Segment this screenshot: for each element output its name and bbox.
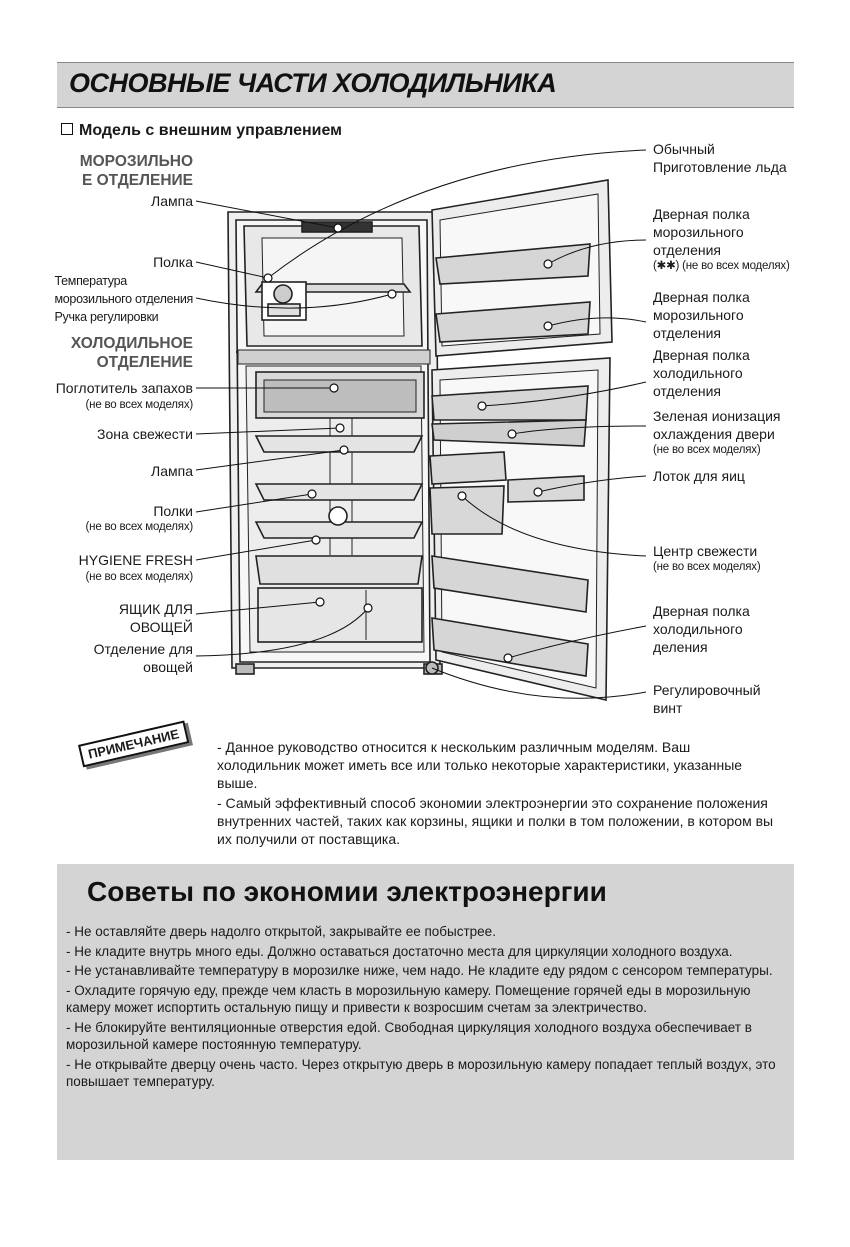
title-bar <box>57 62 794 108</box>
label-freezer-door-shelf-a: Дверная полка морозильного отделения (✱✱… <box>653 205 790 274</box>
label-veg-box-line1: ЯЩИК ДЛЯ <box>118 601 193 617</box>
label-fdsa-line1: Дверная полка <box>653 206 750 222</box>
tip-item: - Не открывайте дверцу очень часто. Чере… <box>66 1056 776 1090</box>
label-veg-box-line2: ОВОЩЕЙ <box>129 619 193 635</box>
label-hygiene-fresh: HYGIENE FRESH <box>78 552 193 568</box>
label-screw-line2: винт <box>653 700 683 716</box>
label-shelves: Полки <box>153 503 193 519</box>
label-veg-compartment: Отделение для овощей <box>94 640 193 676</box>
label-fdsa-note: (✱✱) (не во всех моделях) <box>653 260 790 272</box>
fridge-section-heading: ХОЛОДИЛЬНОЕ ОТДЕЛЕНИЕ <box>71 334 193 372</box>
label-freezer-door-shelf-b: Дверная полка морозильного отделения <box>653 288 750 342</box>
label-fdsa-line2: морозильного <box>653 224 744 240</box>
tips-list: - Не оставляйте дверь надолго открытой, … <box>66 923 788 1091</box>
label-rdsb-line3: деления <box>653 639 708 655</box>
tip-item: - Не устанавливайте температуру в морози… <box>66 963 773 978</box>
label-hygiene-note: (не во всех моделях) <box>85 571 194 583</box>
label-odor-absorber-note: (не во всех моделях) <box>85 399 194 411</box>
label-fdsb-line3: отделения <box>653 325 722 341</box>
label-rdsb-line1: Дверная полка <box>653 603 750 619</box>
model-heading: Модель с внешним управлением <box>61 122 342 140</box>
tip-item: - Не оставляйте дверь надолго открытой, … <box>66 924 496 939</box>
tip-item: - Охладите горячую еду, прежде чем класт… <box>66 982 751 1016</box>
label-fdsb-line2: морозильного <box>653 307 744 323</box>
checkbox-square-icon <box>61 123 73 135</box>
label-fridge-door-shelf-a: Дверная полка холодильного отделения <box>653 346 750 400</box>
label-fresh-center-line1: Центр свежести <box>653 543 758 559</box>
label-ice-maker: Обычный Приготовление льда <box>653 140 787 176</box>
label-temp-control: Температура морозильного отделения Ручка… <box>54 272 193 326</box>
label-temp-line1: Температура <box>54 274 127 288</box>
model-heading-text: Модель с внешним управлением <box>79 122 342 139</box>
label-shelves-note: (не во всех моделях) <box>85 521 194 533</box>
freezer-heading-line1: МОРОЗИЛЬНО <box>79 153 193 170</box>
label-fdsa-line3: отделения <box>653 242 722 258</box>
label-ionizer-line2: охлаждения двери <box>653 426 775 442</box>
label-rdsa-line1: Дверная полка <box>653 347 750 363</box>
label-rdsa-line3: отделения <box>653 383 722 399</box>
label-egg-tray: Лоток для яиц <box>653 468 745 484</box>
label-temp-line2: морозильного отделения <box>54 292 193 306</box>
tips-box <box>57 864 794 1160</box>
label-fridge-door-shelf-b: Дверная полка холодильного деления <box>653 602 750 656</box>
label-ionizer: Зеленая ионизация охлаждения двери (не в… <box>653 407 781 458</box>
label-fresh-center-note: (не во всех моделях) <box>653 561 761 573</box>
label-rdsa-line2: холодильного <box>653 365 743 381</box>
label-adjusting-screw: Регулировочный винт <box>653 681 761 717</box>
label-veg-box: ЯЩИК ДЛЯ ОВОЩЕЙ <box>119 600 193 636</box>
label-ionizer-line1: Зеленая ионизация <box>653 408 781 424</box>
label-veg-comp-line2: овощей <box>143 659 193 675</box>
label-lamp-freezer: Лампа <box>151 193 193 209</box>
note-paragraph-2: - Самый эффективный способ экономии элек… <box>217 795 774 847</box>
label-fresh-zone: Зона свежести <box>97 426 193 442</box>
tip-item: - Не кладите внутрь много еды. Должно ос… <box>66 943 733 959</box>
label-fresh-center: Центр свежести (не во всех моделях) <box>653 542 761 575</box>
label-ionizer-note: (не во всех моделях) <box>653 444 761 456</box>
freezer-heading-line2: Е ОТДЕЛЕНИЕ <box>81 172 193 189</box>
fridge-heading-line1: ХОЛОДИЛЬНОЕ <box>70 335 193 352</box>
label-veg-comp-line1: Отделение для <box>93 641 193 657</box>
tip-item: - Не блокируйте вентиляционные отверстия… <box>66 1019 752 1053</box>
label-ice-line1: Обычный <box>653 141 715 157</box>
label-ice-line2: Приготовление льда <box>653 159 787 175</box>
label-lamp-fridge: Лампа <box>151 463 193 479</box>
label-odor-absorber: Поглотитель запахов <box>55 380 193 396</box>
label-temp-line3: Ручка регулировки <box>54 310 159 324</box>
fridge-heading-line2: ОТДЕЛЕНИЕ <box>96 354 193 371</box>
freezer-section-heading: МОРОЗИЛЬНО Е ОТДЕЛЕНИЕ <box>80 152 193 190</box>
label-screw-line1: Регулировочный <box>653 682 761 698</box>
tips-title: Советы по экономии электроэнергии <box>87 876 607 907</box>
note-paragraph-1: - Данное руководство относится к несколь… <box>217 739 743 791</box>
page-title: ОСНОВНЫЕ ЧАСТИ ХОЛОДИЛЬНИКА <box>69 68 557 98</box>
label-shelf: Полка <box>153 254 193 270</box>
label-fdsb-line1: Дверная полка <box>653 289 750 305</box>
label-rdsb-line2: холодильного <box>653 621 743 637</box>
